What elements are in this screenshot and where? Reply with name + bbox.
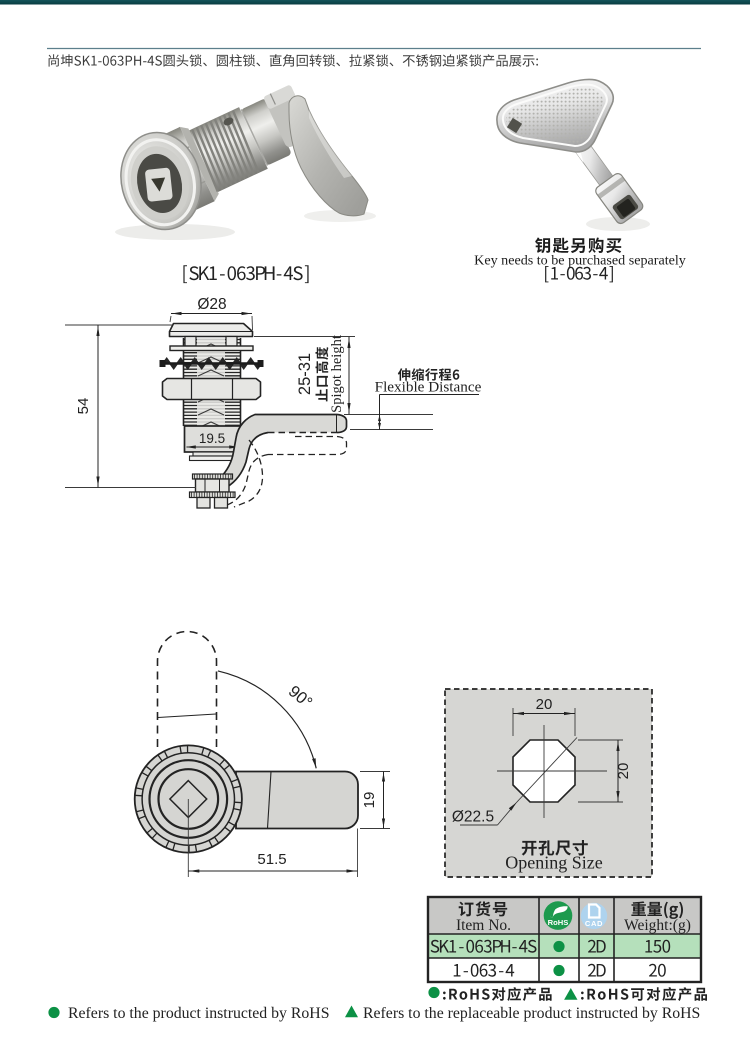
svg-text:54: 54 (75, 398, 92, 415)
svg-text:25-31: 25-31 (296, 353, 314, 395)
svg-text:Weight:(g): Weight:(g) (624, 917, 691, 934)
svg-text:Ø28: Ø28 (197, 296, 226, 313)
svg-text:19.5: 19.5 (199, 431, 225, 446)
svg-text:Key needs to be purchased sepa: Key needs to be purchased separately (474, 253, 686, 269)
svg-text:Item No.: Item No. (456, 917, 511, 934)
svg-text:Spigot height: Spigot height (329, 335, 345, 413)
svg-text:Ø22.5: Ø22.5 (452, 809, 494, 826)
svg-text:20: 20 (536, 696, 553, 713)
svg-text:Opening Size: Opening Size (505, 853, 602, 873)
svg-text:RoHS: RoHS (548, 918, 569, 927)
svg-text:19: 19 (361, 792, 378, 809)
svg-text:CAD: CAD (585, 919, 603, 928)
svg-text:20: 20 (615, 763, 632, 780)
svg-text:Refers to the replaceable prod: Refers to the replaceable product instru… (363, 1005, 700, 1022)
svg-text:Flexible Distance: Flexible Distance (375, 379, 482, 396)
svg-text:51.5: 51.5 (257, 851, 286, 868)
svg-text:Refers to the product instruct: Refers to the product instructed by RoHS (68, 1005, 329, 1022)
